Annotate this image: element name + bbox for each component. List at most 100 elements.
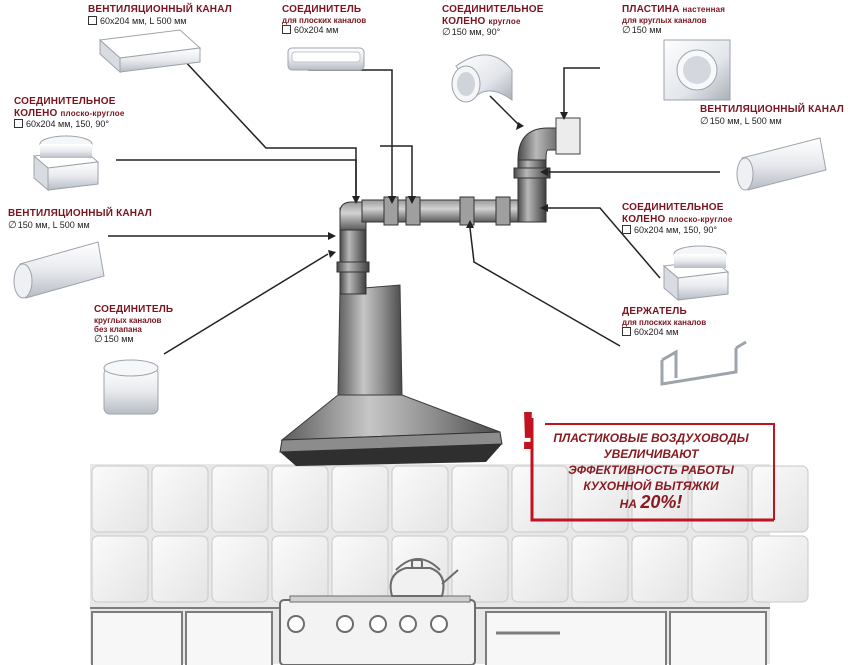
wall-tile [391, 465, 449, 533]
label-title: СОЕДИНИТЕЛЬ [282, 4, 362, 15]
wall-tile [691, 465, 749, 533]
label-title2-sub: плоско-круглое [668, 214, 733, 224]
label-title: ВЕНТИЛЯЦИОННЫЙ КАНАЛ [88, 4, 232, 15]
kettle-icon [389, 558, 459, 597]
label-connector-round: СОЕДИНИТЕЛЬ круглых каналов без клапана … [94, 304, 173, 345]
wall-tile [151, 535, 209, 603]
label-title2: КОЛЕНО [14, 107, 58, 119]
wall-tile [511, 465, 569, 533]
label-title: СОЕДИНИТЕЛЬ [94, 304, 174, 315]
wall-tile [91, 465, 149, 533]
label-spec: 150 мм, 90° [451, 27, 501, 37]
square-section-icon [88, 15, 97, 25]
label-elbow-flat-round-left: СОЕДИНИТЕЛЬНОЕ КОЛЕНО плоско-круглое 60х… [14, 96, 124, 129]
wall-tile [511, 535, 569, 603]
label-title: ВЕНТИЛЯЦИОННЫЙ КАНАЛ [700, 104, 844, 115]
promo-line-1: ПЛАСТИКОВЫЕ ВОЗДУХОВОДЫ [553, 431, 749, 445]
label-title: СОЕДИНИТЕЛЬНОЕ [442, 4, 544, 15]
label-elbow-flat-round-right: СОЕДИНИТЕЛЬНОЕ КОЛЕНО плоско-круглое 60х… [622, 202, 732, 235]
diameter-icon: ∅ [8, 219, 17, 231]
promo-box: ПЛАСТИКОВЫЕ ВОЗДУХОВОДЫ УВЕЛИЧИВАЮТ ЭФФЕ… [536, 430, 766, 530]
wall-tile [211, 535, 269, 603]
square-section-icon [14, 119, 23, 128]
label-sub2: без клапана [94, 324, 142, 334]
label-spec: 60х204 мм, 150, 90° [634, 225, 718, 235]
wall-tile [691, 535, 749, 603]
label-spec: 150 мм [103, 333, 134, 344]
wall-tile [91, 535, 149, 603]
kitchen-cabinets [90, 607, 770, 665]
label-title: ВЕНТИЛЯЦИОННЫЙ КАНАЛ [8, 208, 152, 219]
label-sub1: круглых каналов [94, 315, 162, 325]
diameter-icon: ∅ [700, 115, 709, 127]
label-wall-plate: ПЛАСТИНА настенная для круглых каналов ∅… [622, 4, 725, 36]
label-sub: для круглых каналов [622, 15, 707, 25]
diameter-icon: ∅ [622, 24, 631, 36]
label-sub: для плоских каналов [622, 317, 707, 327]
square-section-icon [622, 225, 631, 234]
flat-duct-image [98, 29, 202, 74]
diameter-icon: ∅ [94, 333, 103, 345]
holder-image [660, 340, 747, 386]
flat-connector-image [287, 47, 365, 71]
wall-tile [451, 465, 509, 533]
wall-tile [331, 535, 389, 603]
label-spec: 60х204 мм [294, 24, 339, 35]
label-title2-sub: круглое [488, 16, 521, 26]
round-connector-image [103, 359, 159, 415]
wall-tile [631, 465, 689, 533]
label-title: СОЕДИНИТЕЛЬНОЕ [622, 202, 724, 213]
label-title: ДЕРЖАТЕЛЬ [622, 306, 687, 317]
exclamation-icon: ! [519, 401, 537, 461]
label-spec: 150 мм, L 500 мм [17, 219, 90, 230]
diameter-icon: ∅ [442, 27, 451, 38]
wall-tile [451, 535, 509, 603]
wall-tile [151, 465, 209, 533]
wall-tile [271, 465, 329, 533]
wall-tile [751, 465, 809, 533]
label-title2: КОЛЕНО [622, 213, 666, 225]
label-duct-round-right: ВЕНТИЛЯЦИОННЫЙ КАНАЛ ∅150 мм, L 500 мм [700, 104, 844, 127]
label-connector-flat: СОЕДИНИТЕЛЬ для плоских каналов 60х204 м… [282, 4, 366, 35]
square-section-icon [282, 24, 291, 34]
promo-line-3: ЭФФЕКТИВНОСТЬ РАБОТЫ [568, 463, 734, 477]
label-spec: 60х204 мм, 150, 90° [26, 119, 110, 129]
label-title2-sub: плоско-круглое [60, 108, 125, 118]
arrow-heads [328, 112, 568, 258]
label-duct-flat-top: ВЕНТИЛЯЦИОННЫЙ КАНАЛ 60х204 мм, L 500 мм [88, 4, 232, 26]
wall-tile [271, 535, 329, 603]
round-duct-right-image [736, 137, 827, 191]
label-spec: 150 мм, L 500 мм [709, 115, 782, 126]
wall-tile [571, 535, 629, 603]
label-holder: ДЕРЖАТЕЛЬ для плоских каналов 60х204 мм [622, 306, 706, 337]
wall-plate-image [663, 39, 731, 101]
promo-line-2: УВЕЛИЧИВАЮТ [603, 447, 699, 461]
wall-tile [751, 535, 809, 603]
flat-round-elbow-right-image [662, 245, 730, 302]
promo-frame [530, 418, 775, 522]
flat-round-elbow-left-image [32, 135, 100, 192]
wall-tile [211, 465, 269, 533]
round-duct-left-image [13, 241, 105, 299]
leader-lines [108, 57, 720, 355]
label-duct-round-left: ВЕНТИЛЯЦИОННЫЙ КАНАЛ ∅150 мм, L 500 мм [8, 208, 152, 231]
label-sub: для плоских каналов [282, 15, 367, 25]
label-elbow-round: СОЕДИНИТЕЛЬНОЕ КОЛЕНО круглое ∅150 мм, 9… [442, 4, 544, 39]
promo-line-5-prefix: НА [619, 497, 637, 511]
label-title-sub: настенная [682, 5, 726, 14]
promo-line-4: КУХОННОЙ ВЫТЯЖКИ [583, 479, 719, 493]
duct-system [336, 117, 581, 295]
range-hood [279, 284, 503, 466]
promo-percent: 20%! [640, 492, 683, 512]
round-elbow-image [451, 54, 513, 103]
label-title: СОЕДИНИТЕЛЬНОЕ [14, 96, 116, 107]
label-title2: КОЛЕНО [442, 15, 486, 27]
label-title: ПЛАСТИНА [622, 4, 680, 15]
wall-tile [331, 465, 389, 533]
square-section-icon [622, 326, 631, 336]
wall-tile [571, 465, 629, 533]
label-spec: 60х204 мм, L 500 мм [100, 15, 187, 26]
wall-tile [631, 535, 689, 603]
label-spec: 150 мм [631, 24, 662, 35]
